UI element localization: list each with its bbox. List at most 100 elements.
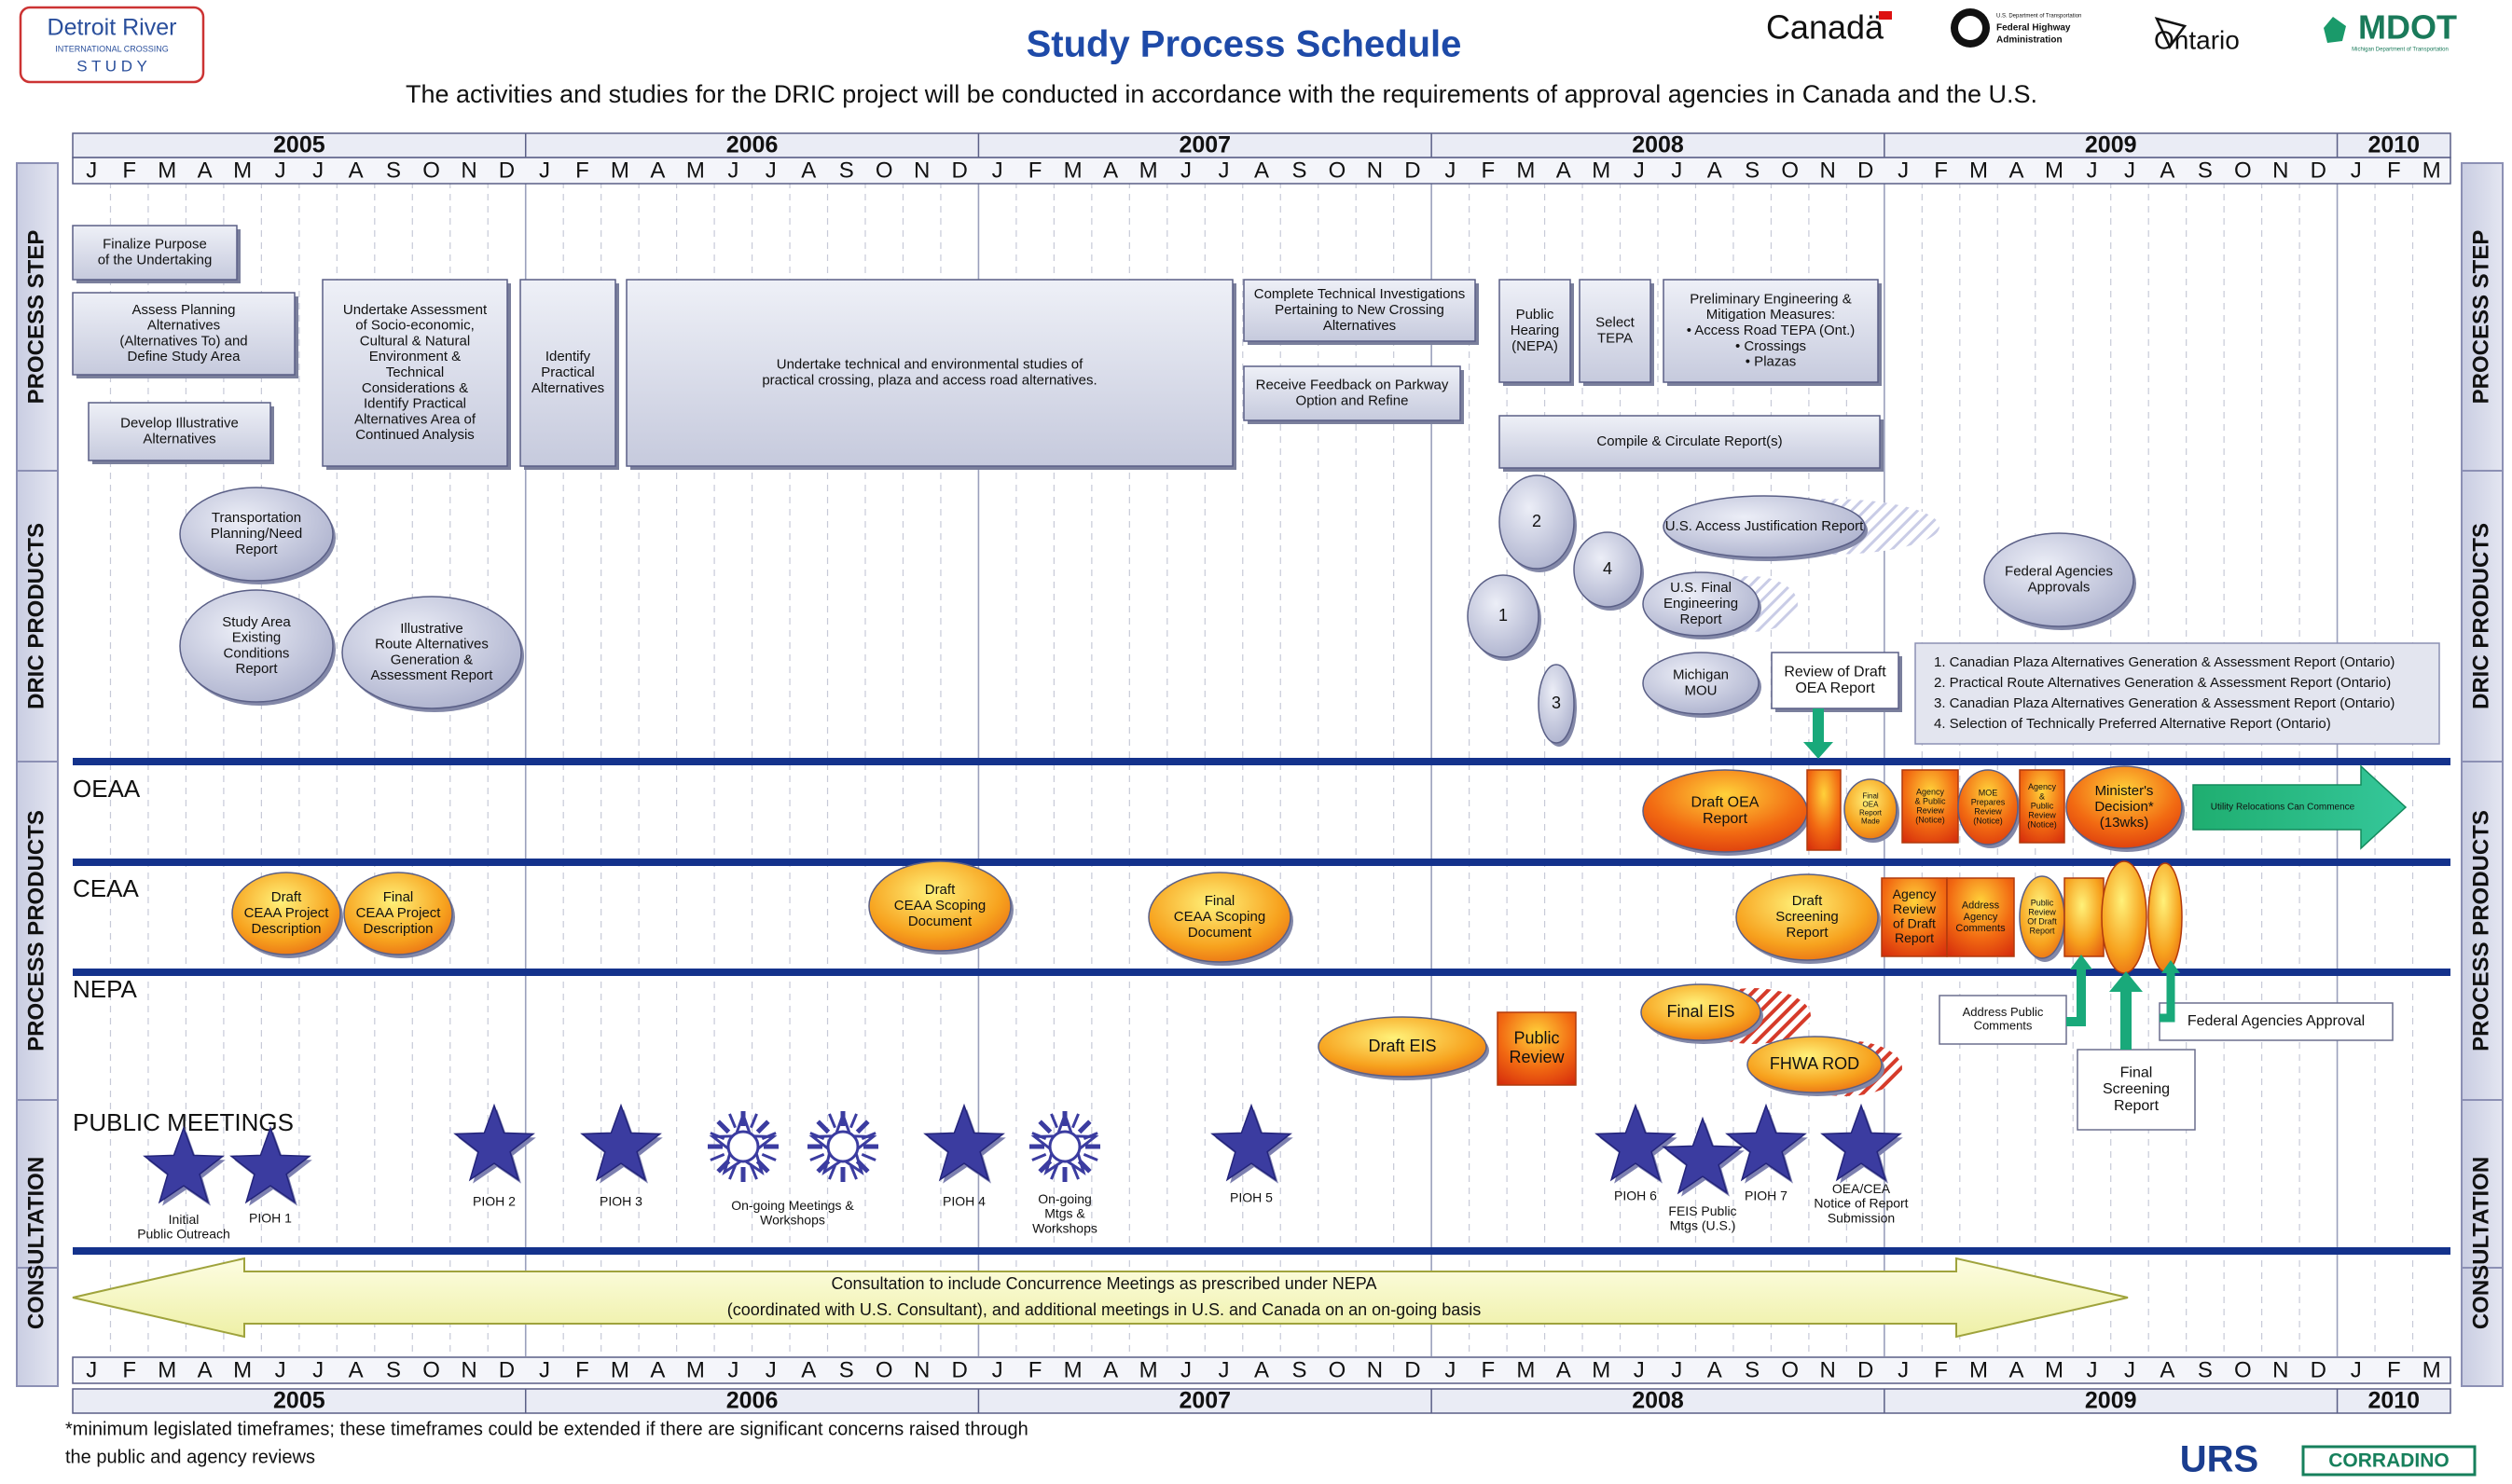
- ceaa-draft-project-description: [231, 872, 341, 955]
- meeting-feis-public-star: [1662, 1116, 1744, 1195]
- top-month-label: M: [1064, 158, 1083, 183]
- track-label-oeaa: OEAA: [73, 775, 141, 803]
- bottom-month-label: A: [801, 1357, 816, 1382]
- dric-legend-item: 1. Canadian Plaza Alternatives Generatio…: [1934, 654, 2395, 670]
- utility-relocations-arrow: [2192, 764, 2408, 850]
- bottom-month-label: J: [2124, 1357, 2135, 1382]
- left-side-label-dric-products: DRIC PRODUCTS: [23, 523, 48, 709]
- bottom-month-label: J: [727, 1357, 738, 1382]
- ceaa-draft-scoping-document: [868, 860, 1012, 952]
- product-report-2: [1498, 474, 1575, 570]
- track-label-ceaa: CEAA: [73, 874, 139, 902]
- step-receive-feedback: [1243, 365, 1461, 421]
- bottom-month-label: N: [1819, 1357, 1835, 1382]
- top-month-label: D: [1857, 158, 1873, 183]
- ceaa-step-bar: [2063, 877, 2105, 957]
- meeting-ongoing-workshops-label: On-going Meetings &Workshops: [731, 1198, 854, 1228]
- bottom-month-label: F: [1028, 1357, 1042, 1382]
- bottom-month-label: F: [1482, 1357, 1496, 1382]
- top-month-label: J: [1219, 158, 1230, 183]
- top-month-label: F: [122, 158, 136, 183]
- product-report-4-label: 4: [1603, 559, 1612, 578]
- top-month-label: M: [233, 158, 252, 183]
- track-divider-2: [73, 859, 2450, 866]
- bottom-month-label: J: [766, 1357, 777, 1382]
- nepa-public-review: [1497, 1011, 1577, 1086]
- top-month-label: D: [2311, 158, 2326, 183]
- ontario-wordmark: Ontario: [2154, 25, 2240, 54]
- bottom-year-label: 2007: [1179, 1388, 1231, 1414]
- right-side-label-process-step: PROCESS STEP: [2468, 230, 2493, 405]
- callout-federal-agencies-approval-label: Federal Agencies Approval: [2188, 1013, 2365, 1029]
- top-year-label: 2009: [2085, 132, 2137, 158]
- page-subtitle: The activities and studies for the DRIC …: [406, 80, 2037, 108]
- product-study-area-conditions: [179, 589, 334, 703]
- step-public-hearing: [1498, 279, 1571, 383]
- right-side-label-process-products: PROCESS PRODUCTS: [2468, 810, 2493, 1051]
- oeaa-ministers-decision: [2065, 765, 2183, 849]
- urs-logo: URS: [2180, 1439, 2258, 1479]
- meeting-pioh1-label: PIOH 1: [249, 1211, 292, 1226]
- top-month-label: J: [1671, 158, 1682, 183]
- top-month-label: J: [86, 158, 97, 183]
- top-year-row: [72, 132, 2451, 158]
- bottom-year-label: 2006: [726, 1388, 779, 1414]
- step-identify-practical: [519, 279, 616, 467]
- corradino-logo: CORRADINO: [2328, 1450, 2450, 1472]
- step-undertake-technical-label: Undertake technical and environmental st…: [762, 357, 1097, 389]
- bottom-month-label: J: [1634, 1357, 1645, 1382]
- track-divider-3: [73, 969, 2450, 976]
- right-side-label-dric-products: DRIC PRODUCTS: [2468, 523, 2493, 709]
- footnote-line-2: the public and agency reviews: [65, 1447, 315, 1467]
- step-develop-illustrative: [88, 402, 271, 461]
- federal-approval-arrow-head: [2161, 960, 2180, 973]
- bottom-month-label: J: [1671, 1357, 1682, 1382]
- step-select-tepa: [1579, 279, 1651, 383]
- top-month-label: F: [1934, 158, 1948, 183]
- bottom-year-label: 2008: [1632, 1388, 1684, 1414]
- canada-wordmark: Canadä: [1766, 8, 1884, 47]
- product-federal-agencies-approvals: [1983, 532, 2134, 627]
- top-month-label: N: [2272, 158, 2288, 183]
- review-oea-arrow-shaft: [1813, 708, 1824, 746]
- bottom-year-label: 2010: [2367, 1388, 2420, 1414]
- bottom-month-label: S: [1745, 1357, 1760, 1382]
- oeaa-step-bar: [1806, 769, 1842, 851]
- dric-legend-item: 4. Selection of Technically Preferred Al…: [1934, 716, 2331, 732]
- bottom-month-label: J: [1219, 1357, 1230, 1382]
- top-month-label: A: [1254, 158, 1269, 183]
- product-transportation-planning: [179, 487, 334, 582]
- top-month-label: M: [1139, 158, 1158, 183]
- consultation-text-2: (coordinated with U.S. Consultant), and …: [727, 1300, 1482, 1319]
- bottom-month-label: A: [1707, 1357, 1722, 1382]
- meeting-oea-cea-notice-star: [1820, 1103, 1902, 1182]
- top-month-label: A: [1707, 158, 1722, 183]
- top-month-label: S: [839, 158, 854, 183]
- bottom-month-label: S: [2198, 1357, 2213, 1382]
- ceaa-final-scoping-document: [1148, 872, 1291, 963]
- ceaa-approval-marker: [2147, 862, 2183, 972]
- meeting-ongoing-workshops-icon-2: [807, 1110, 878, 1182]
- top-month-label: O: [1781, 158, 1799, 183]
- meeting-ongoing-workshops-icon-1: [708, 1110, 779, 1182]
- meeting-ongoing-mtgs-icon: [1029, 1110, 1100, 1182]
- bottom-month-label: N: [461, 1357, 476, 1382]
- product-report-1: [1467, 574, 1539, 658]
- top-month-label: S: [2198, 158, 2213, 183]
- top-month-label: J: [727, 158, 738, 183]
- top-month-label: J: [2124, 158, 2135, 183]
- bottom-month-label: F: [575, 1357, 589, 1382]
